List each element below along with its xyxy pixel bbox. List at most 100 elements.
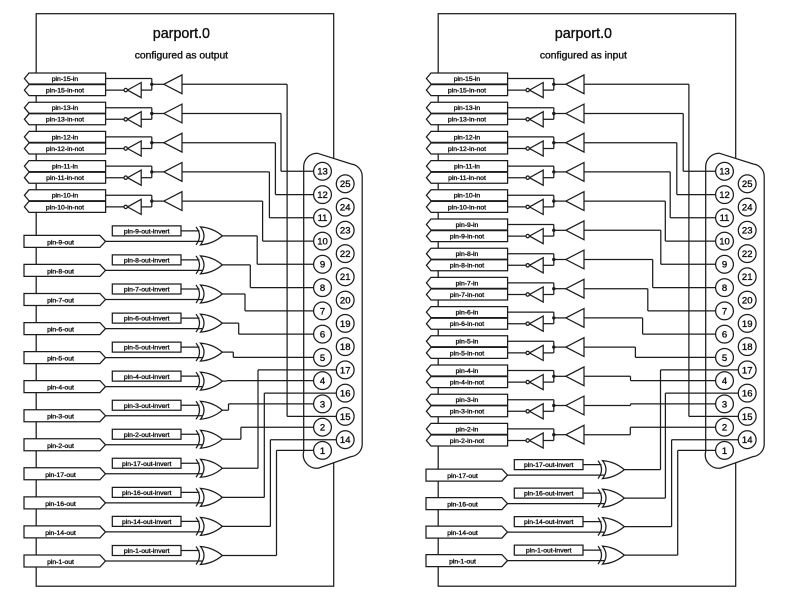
svg-text:20: 20 — [742, 296, 753, 307]
svg-text:pin-9-out: pin-9-out — [47, 239, 74, 246]
svg-text:24: 24 — [742, 203, 753, 214]
svg-text:pin-12-in: pin-12-in — [52, 134, 79, 141]
svg-text:pin-17-out-invert: pin-17-out-invert — [122, 461, 172, 468]
svg-text:pin-3-in: pin-3-in — [456, 397, 479, 404]
svg-text:9: 9 — [320, 260, 325, 271]
svg-text:pin-3-in-not: pin-3-in-not — [450, 409, 484, 416]
svg-text:pin-5-out: pin-5-out — [47, 356, 74, 363]
svg-text:pin-16-out: pin-16-out — [447, 502, 478, 509]
svg-text:pin-5-out-invert: pin-5-out-invert — [124, 345, 170, 352]
svg-text:15: 15 — [340, 412, 351, 423]
svg-text:19: 19 — [340, 319, 351, 330]
svg-text:pin-12-in: pin-12-in — [454, 134, 481, 141]
svg-text:pin-16-out: pin-16-out — [45, 501, 76, 508]
svg-text:6: 6 — [722, 330, 727, 341]
svg-text:17: 17 — [742, 365, 753, 376]
svg-text:pin-14-out-invert: pin-14-out-invert — [122, 519, 172, 526]
svg-text:15: 15 — [742, 412, 753, 423]
svg-text:pin-10-in-not: pin-10-in-not — [448, 204, 486, 211]
svg-text:pin-4-out: pin-4-out — [47, 385, 74, 392]
svg-text:pin-4-out-invert: pin-4-out-invert — [124, 374, 170, 381]
svg-text:8: 8 — [320, 283, 325, 294]
svg-text:pin-8-out-invert: pin-8-out-invert — [124, 258, 170, 265]
svg-text:pin-2-out-invert: pin-2-out-invert — [124, 432, 170, 439]
svg-text:pin-1-out-invert: pin-1-out-invert — [124, 548, 170, 555]
svg-text:pin-8-out: pin-8-out — [47, 268, 74, 275]
svg-text:pin-6-in-not: pin-6-in-not — [450, 321, 484, 328]
svg-text:pin-1-out: pin-1-out — [47, 559, 74, 566]
svg-text:1: 1 — [722, 446, 727, 457]
svg-text:pin-12-in-not: pin-12-in-not — [448, 146, 486, 153]
svg-text:pin-10-in-not: pin-10-in-not — [46, 204, 84, 211]
svg-text:pin-4-in-not: pin-4-in-not — [450, 380, 484, 387]
svg-text:8: 8 — [722, 283, 727, 294]
svg-text:7: 7 — [320, 306, 325, 317]
svg-text:pin-11-in: pin-11-in — [52, 164, 78, 171]
svg-text:pin-17-out: pin-17-out — [45, 472, 76, 479]
svg-text:23: 23 — [340, 226, 351, 237]
svg-text:pin-11-in-not: pin-11-in-not — [448, 175, 486, 182]
svg-text:pin-9-in: pin-9-in — [456, 222, 479, 229]
svg-text:pin-15-in-not: pin-15-in-not — [46, 88, 84, 95]
svg-text:pin-6-out: pin-6-out — [47, 327, 74, 334]
svg-text:19: 19 — [742, 319, 753, 330]
svg-text:16: 16 — [742, 389, 753, 400]
svg-text:13: 13 — [719, 167, 730, 178]
svg-text:pin-15-in: pin-15-in — [454, 76, 481, 83]
svg-text:22: 22 — [340, 249, 351, 260]
svg-text:pin-7-in: pin-7-in — [456, 280, 479, 287]
svg-text:13: 13 — [317, 167, 328, 178]
svg-text:pin-10-in: pin-10-in — [454, 193, 481, 200]
svg-text:pin-5-in-not: pin-5-in-not — [450, 350, 484, 357]
svg-text:pin-14-out-invert: pin-14-out-invert — [524, 519, 574, 526]
svg-text:21: 21 — [340, 272, 351, 283]
svg-text:1: 1 — [320, 446, 325, 457]
svg-text:pin-7-out-invert: pin-7-out-invert — [124, 287, 170, 294]
svg-text:pin-1-out: pin-1-out — [449, 559, 476, 566]
svg-text:pin-7-out: pin-7-out — [47, 298, 74, 305]
svg-text:pin-11-in-not: pin-11-in-not — [46, 175, 84, 182]
svg-text:4: 4 — [320, 376, 325, 387]
svg-text:pin-8-in-not: pin-8-in-not — [450, 263, 484, 270]
svg-text:parport.0: parport.0 — [153, 26, 210, 42]
svg-text:11: 11 — [720, 213, 730, 224]
svg-text:9: 9 — [722, 260, 727, 271]
svg-text:pin-6-in: pin-6-in — [456, 310, 479, 317]
svg-text:7: 7 — [722, 306, 727, 317]
svg-text:pin-6-out-invert: pin-6-out-invert — [124, 316, 170, 323]
svg-text:pin-2-in: pin-2-in — [456, 426, 479, 433]
svg-text:pin-17-out: pin-17-out — [447, 473, 478, 480]
svg-text:pin-10-in: pin-10-in — [52, 193, 79, 200]
svg-text:21: 21 — [742, 272, 753, 283]
svg-text:pin-17-out-invert: pin-17-out-invert — [524, 462, 574, 469]
svg-text:25: 25 — [340, 179, 351, 190]
svg-text:5: 5 — [320, 353, 325, 364]
svg-text:pin-15-in-not: pin-15-in-not — [448, 88, 486, 95]
svg-text:12: 12 — [719, 190, 730, 201]
svg-text:pin-4-in: pin-4-in — [456, 368, 479, 375]
svg-text:25: 25 — [742, 179, 753, 190]
svg-text:18: 18 — [340, 342, 351, 353]
svg-text:pin-3-out-invert: pin-3-out-invert — [124, 403, 170, 410]
svg-text:pin-14-out: pin-14-out — [45, 530, 76, 537]
svg-text:pin-2-in-not: pin-2-in-not — [450, 438, 484, 445]
svg-text:pin-9-out-invert: pin-9-out-invert — [124, 229, 170, 236]
svg-text:12: 12 — [317, 190, 328, 201]
svg-text:23: 23 — [742, 226, 753, 237]
svg-text:4: 4 — [722, 376, 727, 387]
svg-text:pin-13-in-not: pin-13-in-not — [448, 117, 486, 124]
svg-text:14: 14 — [340, 435, 351, 446]
svg-text:2: 2 — [320, 423, 325, 434]
svg-text:18: 18 — [742, 342, 753, 353]
svg-text:pin-1-out-invert: pin-1-out-invert — [526, 548, 572, 555]
svg-text:20: 20 — [340, 296, 351, 307]
svg-text:pin-13-in-not: pin-13-in-not — [46, 117, 84, 124]
svg-text:10: 10 — [317, 237, 328, 248]
svg-text:2: 2 — [722, 423, 727, 434]
svg-text:configured as input: configured as input — [540, 51, 627, 62]
svg-text:pin-12-in-not: pin-12-in-not — [46, 146, 84, 153]
svg-text:22: 22 — [742, 249, 753, 260]
svg-text:10: 10 — [719, 237, 730, 248]
svg-text:16: 16 — [340, 389, 351, 400]
svg-text:pin-2-out: pin-2-out — [47, 443, 74, 450]
